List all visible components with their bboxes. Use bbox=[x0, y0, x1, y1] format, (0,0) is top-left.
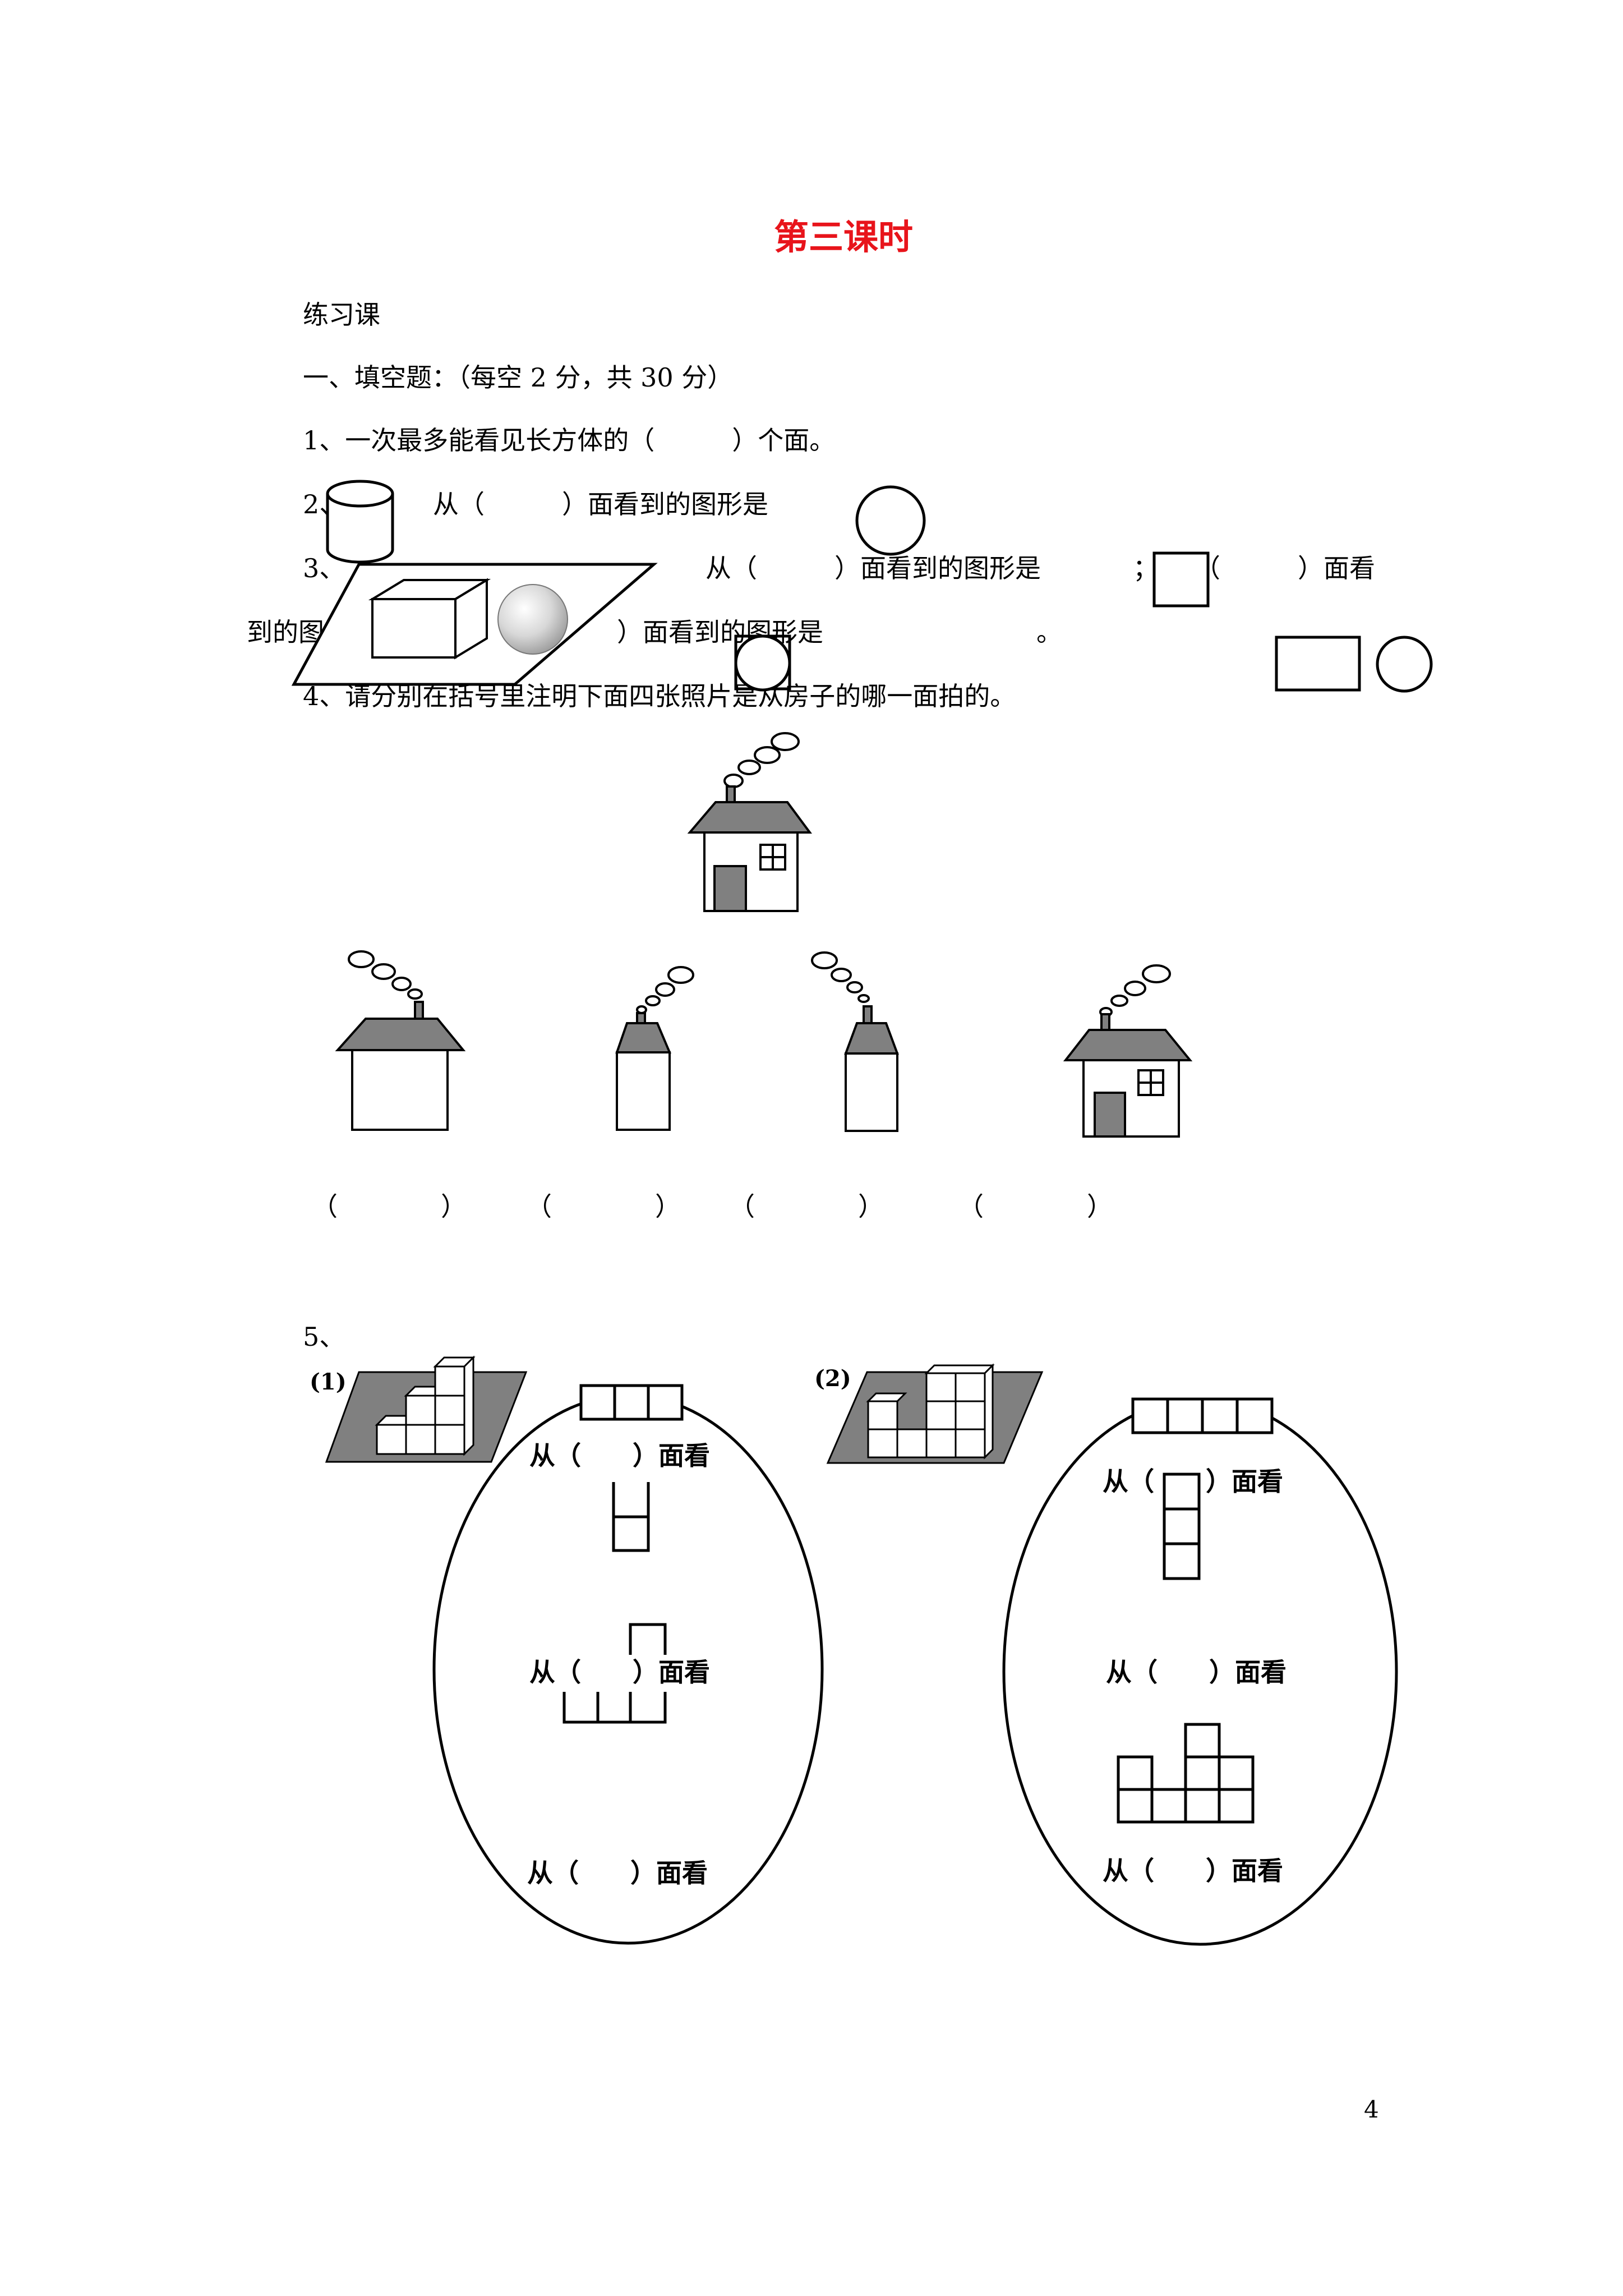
section-heading: 一、填空题：（每空 2 分，共 30 分） bbox=[303, 362, 734, 393]
view-shape-2a bbox=[1131, 1397, 1274, 1434]
view-shape-1b bbox=[612, 1482, 650, 1552]
answer-ellipse-1 bbox=[432, 1394, 824, 1945]
q5-left-view-3: 从（ ）面看 bbox=[527, 1858, 708, 1888]
page-number: 4 bbox=[1364, 2096, 1379, 2123]
q5-right-view-3: 从（ ）面看 bbox=[1103, 1856, 1283, 1886]
cylinder-figure bbox=[326, 480, 394, 564]
page-title: 第三课时 bbox=[774, 217, 914, 257]
cube-stack-1-figure bbox=[325, 1355, 528, 1463]
question-2-text: 从（ ）面看到的图形是 bbox=[433, 489, 768, 519]
house-front-view-icon bbox=[1063, 964, 1193, 1138]
view-shape-2c bbox=[1117, 1723, 1255, 1824]
question-3-line2c: 。 bbox=[1036, 617, 1062, 647]
question-3-part1: 从（ ）面看到的图形是 bbox=[706, 553, 1041, 583]
q4-bracket-3: （ ） bbox=[729, 1191, 884, 1222]
q5-label-1: (1) bbox=[310, 1369, 347, 1395]
view-shape-1c bbox=[562, 1623, 667, 1724]
q5-left-view-2: 从（ ）面看 bbox=[529, 1657, 710, 1687]
question-5-number: 5、 bbox=[303, 1322, 345, 1352]
q4-bracket-1: （ ） bbox=[312, 1191, 467, 1222]
circle-shape-icon-2 bbox=[1376, 636, 1433, 693]
question-1: 1、一次最多能看见长方体的（ ）个面。 bbox=[303, 425, 836, 455]
house-back-view-icon bbox=[335, 950, 466, 1131]
square-shape-icon bbox=[1152, 551, 1210, 608]
box-and-ball-figure bbox=[291, 563, 658, 686]
circle-in-square-icon bbox=[734, 634, 791, 692]
view-shape-2b bbox=[1163, 1473, 1201, 1580]
q5-label-2: (2) bbox=[814, 1365, 851, 1392]
rectangle-shape-icon bbox=[1275, 636, 1361, 692]
question-3-part3: （ ）面看 bbox=[1195, 553, 1375, 583]
view-shape-1a bbox=[579, 1384, 684, 1421]
question-4: 4、请分别在括号里注明下面四张照片是从房子的哪一面拍的。 bbox=[303, 681, 1016, 711]
subtitle: 练习课 bbox=[303, 300, 380, 330]
house-side-view-1-icon bbox=[615, 966, 694, 1131]
q5-left-view-1: 从（ ）面看 bbox=[529, 1441, 710, 1471]
house-side-view-2-icon bbox=[811, 951, 899, 1132]
question-3-line2a: 到的图 bbox=[247, 617, 324, 647]
q5-right-view-2: 从（ ）面看 bbox=[1106, 1657, 1287, 1687]
q4-bracket-4: （ ） bbox=[958, 1191, 1113, 1222]
cube-stack-2-figure bbox=[826, 1363, 1044, 1464]
house-main-icon bbox=[687, 732, 812, 912]
circle-shape-icon bbox=[855, 485, 926, 556]
q4-bracket-2: （ ） bbox=[526, 1191, 681, 1222]
